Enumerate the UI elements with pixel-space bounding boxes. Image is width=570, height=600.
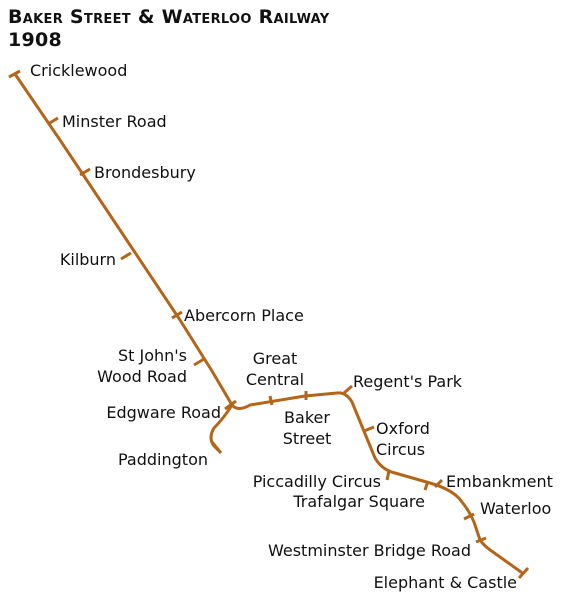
station-label-brondesbury: Brondesbury [94,163,196,182]
station-label-line: Circus [376,440,425,459]
station-tick-st-johns-wood-road [193,357,205,367]
station-label-line: Brondesbury [94,163,196,182]
map-title-line-2: 1908 [8,29,63,51]
station-tick-edgware-road [224,399,237,411]
station-label-cricklewood: Cricklewood [30,61,127,80]
station-label-line: Wood Road [97,367,187,386]
station-label-waterloo: Waterloo [480,499,551,518]
station-tick-abercorn-place [171,310,183,320]
station-tick-minster-road [47,116,59,126]
station-tick-great-central [268,395,274,406]
map-title: Baker Street & Waterloo Railway 1908 [8,6,330,52]
station-label-line: Piccadilly Circus [253,472,381,491]
station-label-abercorn-place: Abercorn Place [184,306,304,325]
station-tick-waterloo [463,512,475,521]
station-label-line: Cricklewood [30,61,127,80]
station-label-line: Edgware Road [106,403,221,422]
station-label-line: Oxford [376,419,430,438]
station-tick-kilburn [120,251,132,261]
main-line-track [13,72,523,574]
station-label-line: Minster Road [62,112,167,131]
map-title-line-1: Baker Street & Waterloo Railway [8,6,330,28]
station-label-edgware-road: Edgware Road [106,403,221,422]
station-tick-oxford-circus [363,425,375,433]
station-label-line: Paddington [118,450,208,469]
station-label-line: Abercorn Place [184,306,304,325]
station-label-line: Embankment [446,472,553,491]
station-label-embankment: Embankment [446,472,553,491]
station-tick-elephant-castle [517,566,530,580]
station-tick-westminster-bridge-road [475,536,487,544]
station-label-westminster-bridge-road: Westminster Bridge Road [268,541,471,560]
station-label-line: Elephant & Castle [374,573,517,592]
station-ticks [8,69,530,580]
station-label-line: Regent's Park [353,372,463,391]
station-label-paddington: Paddington [118,450,208,469]
station-label-regents-park: Regent's Park [353,372,463,391]
station-label-minster-road: Minster Road [62,112,167,131]
station-label-line: Central [246,370,304,389]
station-label-line: Westminster Bridge Road [268,541,471,560]
station-label-line: Great [253,349,298,368]
station-label-kilburn: Kilburn [60,250,116,269]
station-tick-trafalgar-square [423,480,430,491]
station-tick-brondesbury [79,167,91,177]
station-tick-embankment [433,478,444,489]
station-label-line: Street [283,429,332,448]
station-tick-paddington [210,441,223,454]
station-tick-cricklewood [8,69,21,79]
station-label-line: Kilburn [60,250,116,269]
station-label-piccadilly-circus: Piccadilly Circus [253,472,381,491]
station-tick-regents-park [343,384,353,395]
station-label-line: Trafalgar Square [292,492,425,511]
station-label-line: Baker [284,408,330,427]
station-label-trafalgar-square: Trafalgar Square [292,492,425,511]
station-label-elephant-castle: Elephant & Castle [374,573,517,592]
station-tick-piccadilly-circus [385,470,391,481]
station-label-line: Waterloo [480,499,551,518]
station-label-line: St John's [118,346,187,365]
